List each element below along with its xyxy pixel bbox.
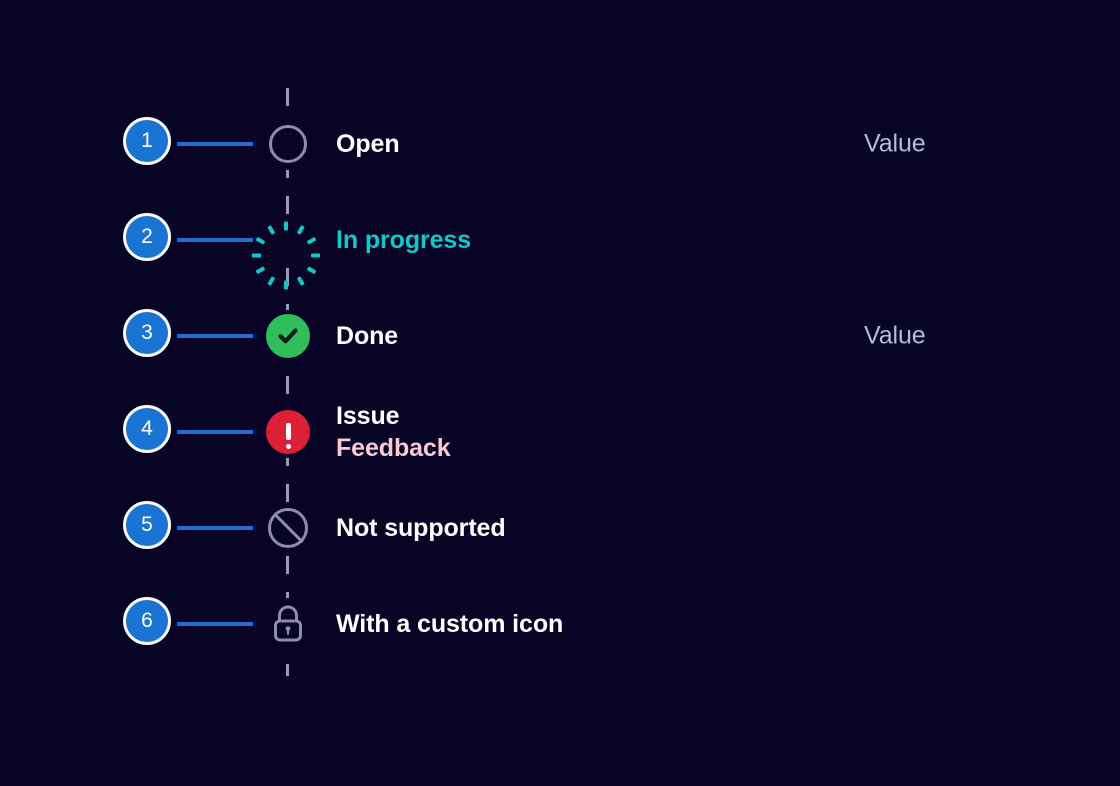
connector-line xyxy=(177,622,253,626)
spinner-icon xyxy=(252,218,320,290)
connector-line xyxy=(177,430,253,434)
status-label-block: Issue Feedback xyxy=(336,400,451,464)
status-icon-slot[interactable] xyxy=(262,502,314,554)
step-badge-2[interactable]: 2 xyxy=(123,213,171,261)
status-label-block: Done xyxy=(336,320,398,352)
status-label: Issue xyxy=(336,402,400,430)
step-badge-6[interactable]: 6 xyxy=(123,597,171,645)
status-label: Open xyxy=(336,130,400,158)
connector-line xyxy=(177,526,253,530)
status-label-block: Not supported xyxy=(336,512,506,544)
status-label: With a custom icon xyxy=(336,610,564,638)
circle-outline-icon xyxy=(269,125,307,163)
row-value: Value xyxy=(864,129,926,158)
status-icon-slot[interactable] xyxy=(262,406,314,458)
status-label: In progress xyxy=(336,226,472,254)
check-circle-icon xyxy=(266,314,310,358)
status-icon-slot[interactable] xyxy=(262,598,314,650)
status-label-block: With a custom icon xyxy=(336,608,563,640)
status-label: Done xyxy=(336,322,399,350)
status-icon-slot[interactable] xyxy=(252,214,320,290)
step-badge-5[interactable]: 5 xyxy=(123,501,171,549)
not-supported-icon xyxy=(268,508,308,548)
connector-line xyxy=(177,142,253,146)
timeline-axis xyxy=(286,88,289,676)
status-label-block: In progress xyxy=(336,224,471,256)
status-sublabel: Feedback xyxy=(336,434,451,462)
step-badge-4[interactable]: 4 xyxy=(123,405,171,453)
error-circle-icon xyxy=(266,410,310,454)
lock-icon xyxy=(268,602,308,646)
status-icon-slot[interactable] xyxy=(262,310,314,362)
status-label: Not supported xyxy=(336,514,506,542)
row-value: Value xyxy=(864,321,926,350)
step-badge-1[interactable]: 1 xyxy=(123,117,171,165)
status-label-block: Open xyxy=(336,128,400,160)
step-badge-3[interactable]: 3 xyxy=(123,309,171,357)
connector-line xyxy=(177,334,253,338)
connector-line xyxy=(177,238,253,242)
status-icon-slot[interactable] xyxy=(262,118,314,170)
